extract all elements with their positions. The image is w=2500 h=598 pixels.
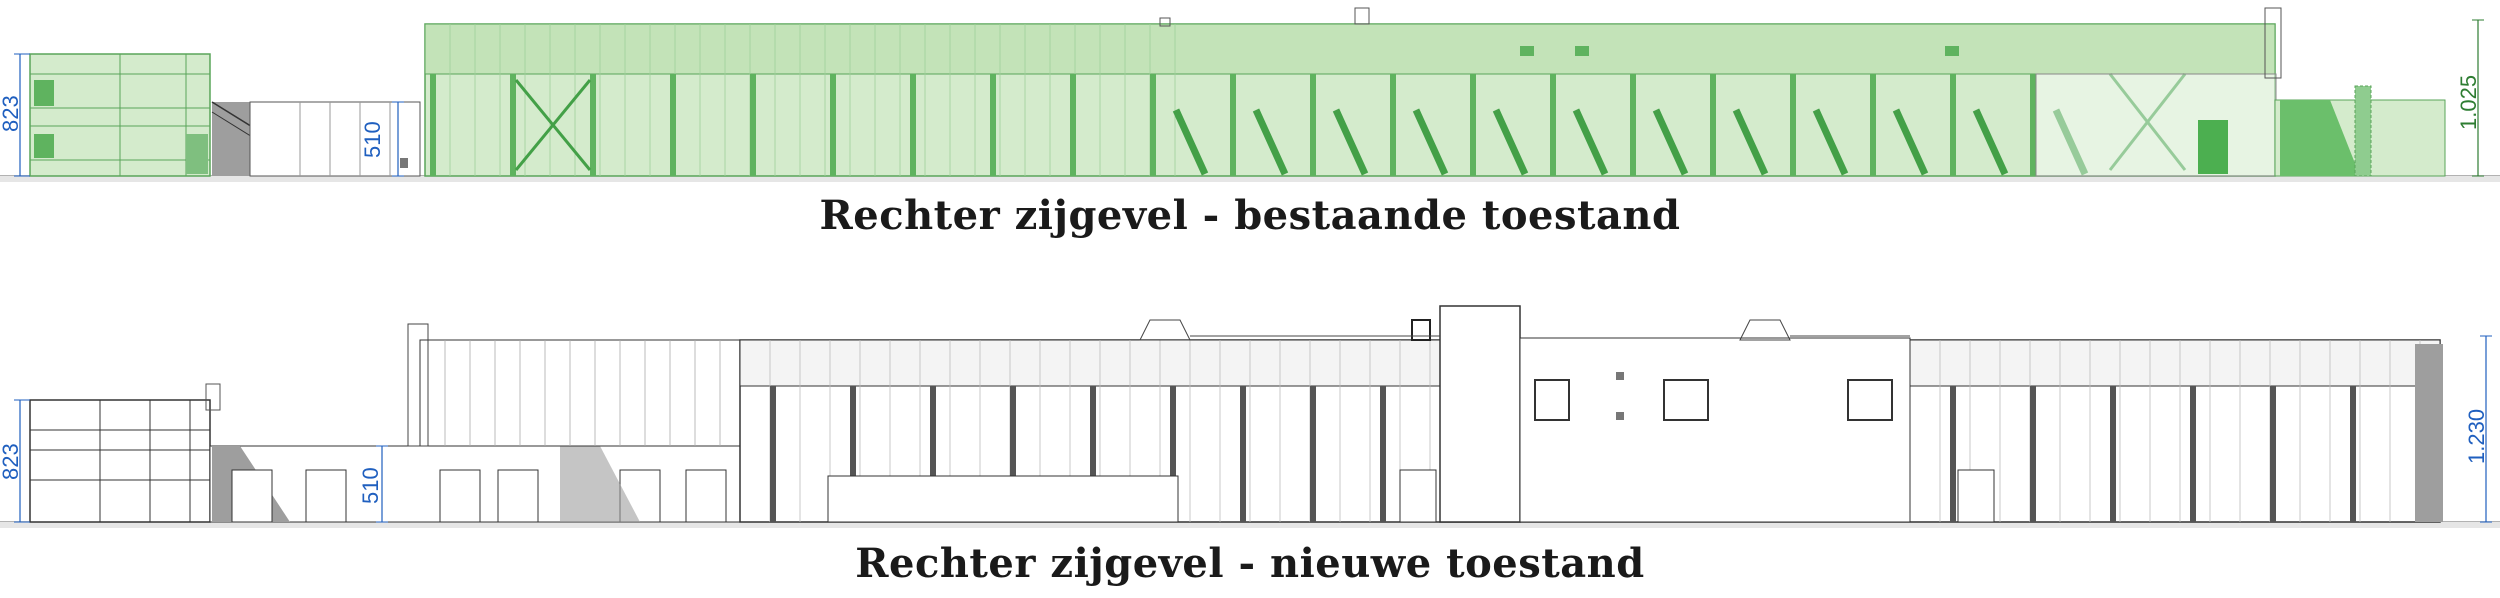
dimension-label-823-existing: 823 [0,95,23,132]
dimension-label-1230-new: 1.230 [2464,409,2489,464]
dimension-1230-new [2480,335,2492,523]
dimension-label-510-existing: 510 [360,121,385,158]
new-main-hall [739,305,2443,523]
dimension-label-823-new: 823 [0,443,23,480]
dimension-823-new [14,399,30,523]
elevation-title-new: Rechter zijgevel - nieuwe toestand [855,540,1645,587]
existing-stair-annex [211,101,421,177]
new-upper-hall [407,323,741,447]
new-loading-annex [209,445,741,523]
existing-right-annex [2274,85,2446,177]
dimension-label-1025-existing: 1.025 [2456,75,2481,130]
existing-office-block [29,53,211,177]
existing-main-hall [424,7,2282,177]
dimension-label-510-new: 510 [358,467,383,504]
new-elevation: 823 510 [0,305,2500,528]
elevation-title-existing: Rechter zijgevel - bestaande toestand [819,192,1681,239]
dimension-823-existing [14,53,30,177]
dimension-510-existing [392,101,404,177]
dimension-1025-existing [2472,19,2484,177]
existing-elevation: 823 510 [0,7,2500,182]
new-office-block [29,383,221,523]
dimension-510-new [376,445,388,523]
